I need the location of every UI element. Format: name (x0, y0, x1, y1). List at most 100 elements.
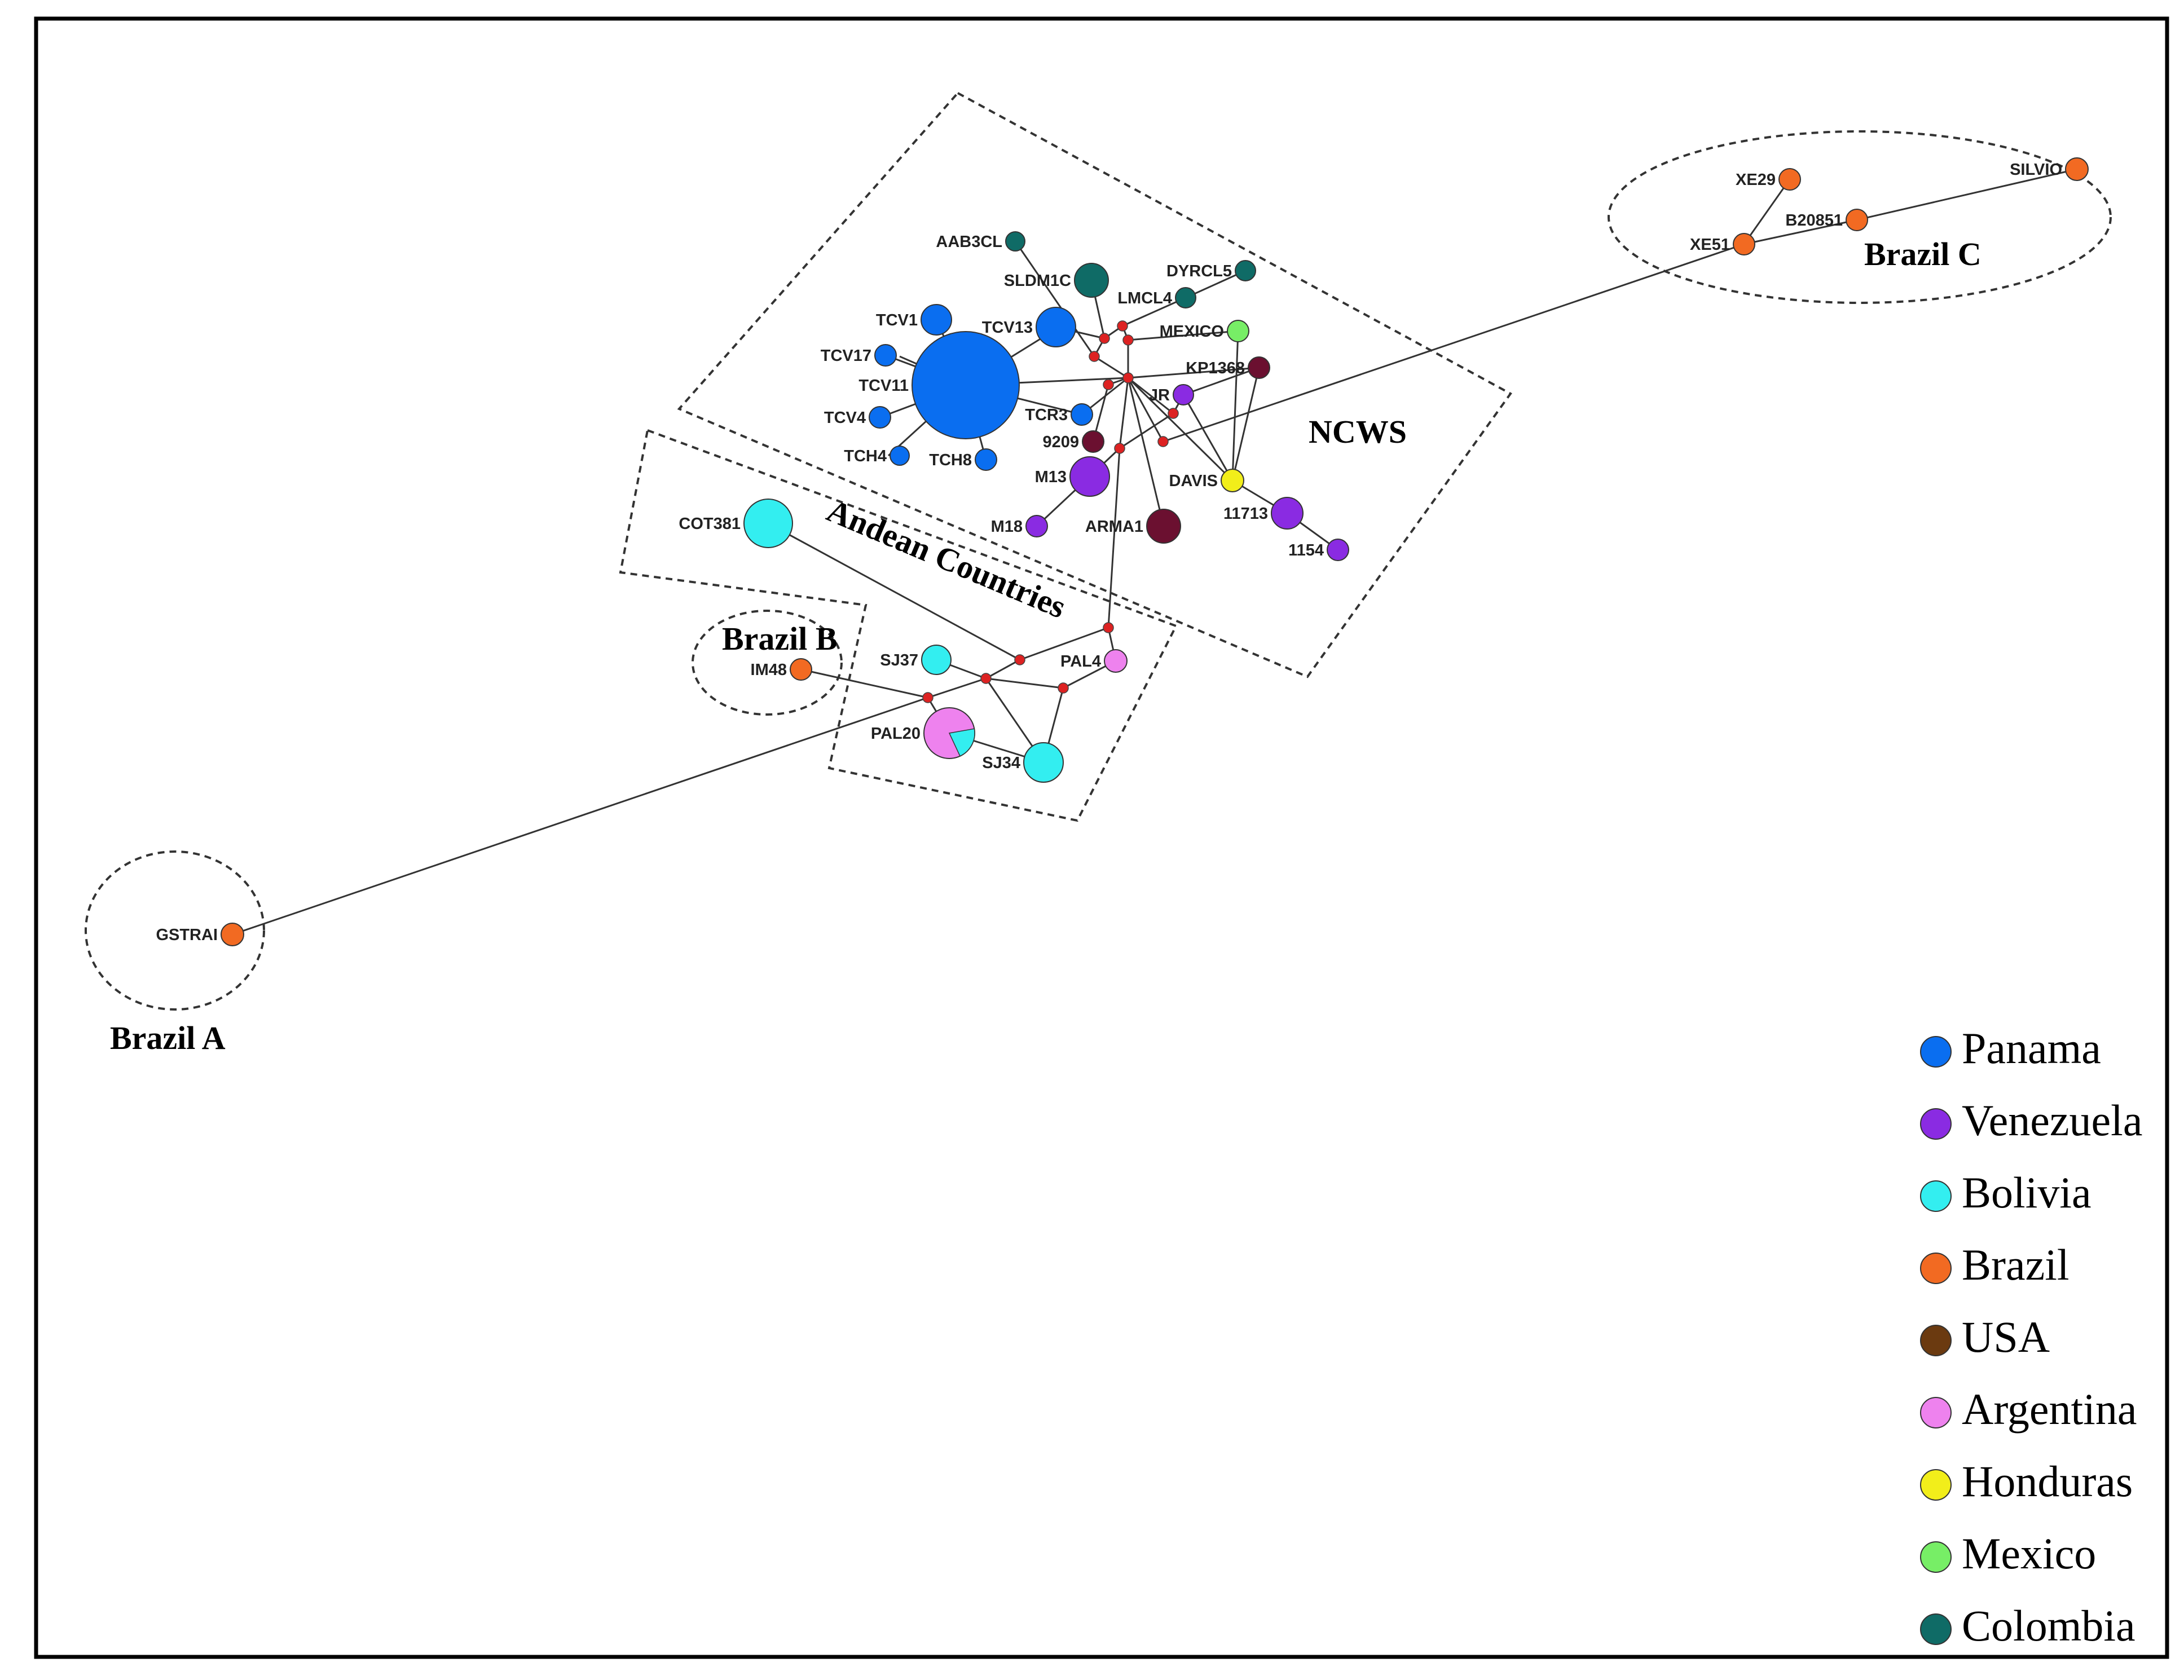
node-circle (1036, 307, 1076, 347)
node-circle (1227, 320, 1249, 342)
haplotype-node-tcv11: TCV11 (858, 331, 1020, 439)
legend-label: Bolivia (1962, 1168, 2091, 1217)
haplotype-node-silvio: SILVIO (2010, 157, 2089, 181)
node-label: TCH8 (929, 451, 972, 469)
legend-swatch (1920, 1108, 1952, 1140)
link (1183, 367, 1260, 396)
median-vector (1089, 351, 1100, 362)
node-circle (921, 304, 952, 336)
link (1231, 330, 1239, 481)
link (1163, 243, 1745, 443)
haplotype-node-cot381: COT381 (679, 499, 793, 548)
link (1019, 627, 1109, 661)
node-circle (1104, 649, 1128, 673)
node-label: LMCL4 (1117, 289, 1172, 307)
node-label: TCV4 (824, 409, 866, 427)
haplotype-node-9209: 9209 (1042, 430, 1104, 453)
node-label: DYRCL5 (1166, 262, 1232, 280)
haplotype-node-1154: 1154 (1288, 539, 1349, 561)
legend-item-panama: Panama (1920, 1024, 2101, 1073)
haplotype-node-kp1368: KP1368 (1186, 356, 1270, 379)
legend-swatch (1920, 1180, 1952, 1212)
link (1119, 377, 1129, 449)
haplotype-node-xe29: XE29 (1736, 168, 1801, 191)
legend-item-bolivia: Bolivia (1920, 1168, 2091, 1217)
node-label: DAVIS (1169, 472, 1218, 490)
haplotype-node-gstrai: GSTRAI (156, 923, 244, 946)
node-label: GSTRAI (156, 926, 218, 944)
median-vector (1122, 334, 1134, 346)
node-circle (1733, 233, 1755, 255)
legend-swatch (1920, 1036, 1952, 1068)
haplotype-node-tcv13: TCV13 (982, 307, 1076, 347)
haplotype-node-tcv4: TCV4 (824, 406, 891, 429)
node-label: TCV17 (821, 347, 871, 365)
node-label: SJ37 (880, 651, 918, 669)
node-label: 1154 (1288, 541, 1324, 559)
haplotype-node-davis: DAVIS (1169, 469, 1244, 492)
link (232, 696, 928, 936)
legend-label: Colombia (1962, 1601, 2135, 1650)
legend-swatch (1920, 1397, 1952, 1428)
link (1128, 377, 1174, 415)
node-circle (1071, 403, 1093, 426)
node-circle (221, 923, 244, 946)
node-label: 11713 (1223, 505, 1268, 523)
haplotype-node-im48: IM48 (751, 658, 812, 681)
group-label-brazil-a: Brazil A (110, 1020, 226, 1056)
legend-item-brazil: Brazil (1920, 1240, 2069, 1289)
link (1185, 270, 1246, 299)
haplotype-node-tcr3: TCR3 (1025, 403, 1093, 426)
link (1122, 297, 1186, 327)
node-label: M13 (1035, 468, 1067, 486)
network-links (232, 168, 2077, 936)
haplotype-node-pal20: PAL20 (871, 707, 975, 759)
figure-border (34, 16, 2169, 1659)
node-label: SLDM1C (1004, 272, 1071, 290)
node-circle (2065, 157, 2089, 181)
node-circle (1074, 263, 1109, 298)
haplotype-node-mexico: MEXICO (1160, 320, 1249, 342)
legend-item-honduras: Honduras (1920, 1457, 2133, 1506)
node-label: KP1368 (1186, 359, 1245, 377)
node-label: PAL4 (1060, 652, 1101, 671)
node-circle (1248, 356, 1270, 379)
node-label: XE29 (1736, 171, 1776, 189)
node-circle (1025, 515, 1048, 537)
node-label: MEXICO (1160, 323, 1224, 341)
node-circle (1778, 168, 1801, 191)
haplotype-node-pal4: PAL4 (1060, 649, 1128, 673)
link (985, 659, 1020, 680)
ncws-outline (677, 91, 1512, 678)
legend-item-argentina: Argentina (1920, 1384, 2137, 1434)
legend-item-usa: USA (1920, 1312, 2050, 1361)
node-circle (1069, 456, 1110, 497)
haplotype-node-lmcl4: LMCL4 (1117, 287, 1196, 308)
node-label: B20851 (1785, 211, 1843, 230)
node-circle (1023, 742, 1064, 783)
legend-label: Argentina (1962, 1384, 2137, 1434)
haplotype-node-sj34: SJ34 (982, 742, 1064, 783)
median-vector (1058, 682, 1069, 694)
group-label-ncws: NCWS (1309, 413, 1407, 450)
haplotype-node-m18: M18 (991, 515, 1048, 537)
link (985, 677, 1064, 689)
node-circle (1327, 539, 1349, 561)
node-label: TCV13 (982, 319, 1033, 337)
haplotype-node-sj37: SJ37 (880, 645, 952, 675)
node-circle (1846, 209, 1868, 231)
node-circle (1082, 430, 1104, 453)
legend-label: Venezuela (1962, 1096, 2142, 1145)
node-label: COT381 (679, 515, 741, 533)
node-circle (869, 406, 891, 429)
median-vector (922, 692, 934, 703)
haplotype-node-tcv1: TCV1 (876, 304, 952, 336)
group-label-brazil-b: Brazil B (722, 620, 838, 657)
node-label: TCR3 (1025, 406, 1068, 424)
group-outlines (85, 91, 2112, 1011)
node-label: AAB3CL (936, 233, 1002, 251)
node-circle (1235, 260, 1256, 281)
node-label: 9209 (1042, 433, 1079, 451)
